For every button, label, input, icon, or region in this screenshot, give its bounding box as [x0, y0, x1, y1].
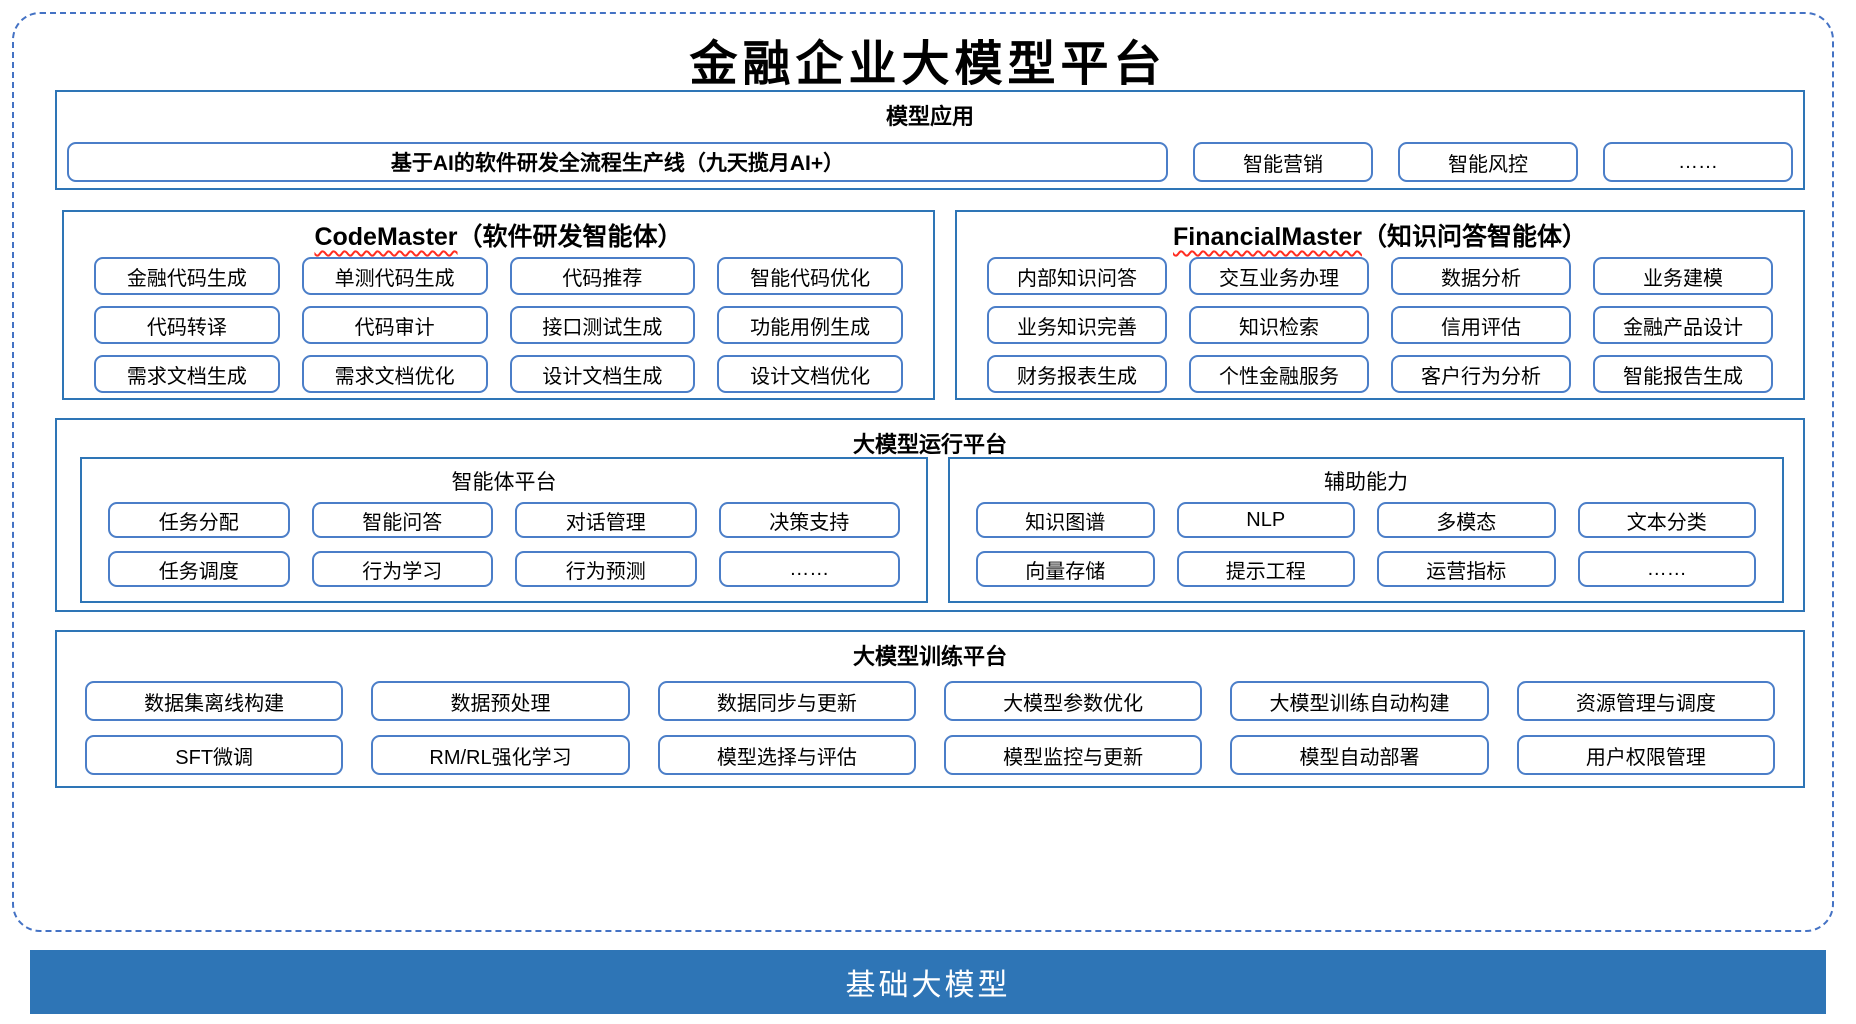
agent-platform-chip: 行为预测: [515, 551, 697, 587]
financialmaster-capability-chip: 内部知识问答: [987, 257, 1167, 295]
financialmaster-capability-chip: 客户行为分析: [1391, 355, 1571, 393]
training-capability-chip: 数据同步与更新: [657, 681, 916, 721]
codemaster-capability-chip: 需求文档优化: [301, 355, 488, 393]
financialmaster-capability-grid: 内部知识问答交互业务办理数据分析业务建模业务知识完善知识检索信用评估金融产品设计…: [957, 252, 1803, 393]
agent-platform-chip: 行为学习: [311, 551, 493, 587]
smart-marketing-chip: 智能营销: [1193, 142, 1373, 182]
ai-pipeline-chip: 基于AI的软件研发全流程生产线（九天揽月AI+）: [67, 142, 1168, 182]
financialmaster-capability-chip: 信用评估: [1391, 306, 1571, 344]
auxiliary-capability-chip: 运营指标: [1377, 551, 1556, 587]
auxiliary-capability-header: 辅助能力: [1324, 471, 1408, 494]
base-large-model-label: 基础大模型: [845, 969, 1011, 1002]
auxiliary-capability-chip: ……: [1577, 551, 1756, 587]
financialmaster-capability-chip: 数据分析: [1391, 257, 1571, 295]
agent-platform-chip: 决策支持: [718, 502, 900, 538]
financialmaster-capability-chip: 业务建模: [1593, 257, 1773, 295]
model-application-header: 模型应用: [885, 104, 974, 129]
runtime-platform-section: 大模型运行平台 智能体平台 任务分配智能问答对话管理决策支持任务调度行为学习行为…: [55, 418, 1805, 612]
codemaster-capability-chip: 设计文档优化: [717, 355, 903, 393]
financialmaster-capability-chip: 金融产品设计: [1593, 306, 1773, 344]
auxiliary-capability-chip: NLP: [1176, 502, 1355, 538]
financialmaster-capability-chip: 智能报告生成: [1593, 355, 1773, 393]
training-platform-header: 大模型训练平台: [852, 644, 1007, 669]
outer-dashed-border: [12, 12, 1834, 932]
training-capability-chip: 数据集离线构建: [85, 681, 344, 721]
training-capability-chip: RM/RL强化学习: [371, 735, 630, 775]
agent-platform-header: 智能体平台: [451, 471, 557, 494]
codemaster-capability-chip: 设计文档生成: [509, 355, 696, 393]
agent-platform-chip: 任务分配: [108, 502, 290, 538]
financialmaster-header: FinancialMaster（知识问答智能体）: [957, 212, 1803, 252]
codemaster-capability-chip: 单测代码生成: [301, 257, 488, 295]
more-apps-chip: ……: [1603, 142, 1793, 182]
training-capability-chip: 模型选择与评估: [657, 735, 916, 775]
agent-platform-chip: ……: [718, 551, 900, 587]
codemaster-capability-chip: 代码推荐: [509, 257, 696, 295]
page-title: 金融企业大模型平台: [689, 36, 1167, 92]
auxiliary-capability-chip: 文本分类: [1577, 502, 1756, 538]
financialmaster-capability-chip: 知识检索: [1189, 306, 1369, 344]
financialmaster-subtitle: （知识问答智能体）: [1361, 223, 1587, 251]
codemaster-subtitle: （软件研发智能体）: [457, 223, 683, 251]
model-application-section: 模型应用 基于AI的软件研发全流程生产线（九天揽月AI+） 智能营销 智能风控 …: [55, 90, 1805, 190]
auxiliary-capability-chip: 知识图谱: [976, 502, 1155, 538]
training-capability-chip: 用户权限管理: [1516, 735, 1775, 775]
training-capability-chip: 数据预处理: [371, 681, 630, 721]
codemaster-name: CodeMaster: [314, 223, 458, 251]
runtime-platform-header: 大模型运行平台: [852, 432, 1007, 457]
training-capability-chip: 大模型参数优化: [944, 681, 1203, 721]
financialmaster-capability-chip: 个性金融服务: [1189, 355, 1369, 393]
training-capability-chip: SFT微调: [85, 735, 344, 775]
codemaster-capability-chip: 金融代码生成: [94, 257, 280, 295]
agent-platform-chip: 任务调度: [108, 551, 290, 587]
financialmaster-name: FinancialMaster: [1173, 223, 1362, 251]
codemaster-capability-chip: 需求文档生成: [94, 355, 280, 393]
auxiliary-capability-chip: 提示工程: [1176, 551, 1355, 587]
training-platform-section: 大模型训练平台 数据集离线构建数据预处理数据同步与更新大模型参数优化大模型训练自…: [55, 630, 1805, 788]
financialmaster-capability-chip: 交互业务办理: [1189, 257, 1369, 295]
codemaster-capability-chip: 智能代码优化: [717, 257, 903, 295]
smart-risk-control-chip: 智能风控: [1398, 142, 1578, 182]
codemaster-capability-chip: 接口测试生成: [509, 306, 696, 344]
training-capability-chip: 大模型训练自动构建: [1230, 681, 1489, 721]
codemaster-capability-chip: 代码审计: [301, 306, 488, 344]
codemaster-header: CodeMaster（软件研发智能体）: [64, 212, 933, 252]
agent-platform-chip: 智能问答: [311, 502, 493, 538]
financialmaster-capability-chip: 财务报表生成: [987, 355, 1167, 393]
base-large-model-bar: 基础大模型: [30, 950, 1826, 1014]
training-capability-chip: 资源管理与调度: [1516, 681, 1775, 721]
codemaster-capability-chip: 功能用例生成: [717, 306, 903, 344]
training-capability-chip: 模型自动部署: [1230, 735, 1489, 775]
agent-platform-chip: 对话管理: [515, 502, 697, 538]
model-application-row: 基于AI的软件研发全流程生产线（九天揽月AI+） 智能营销 智能风控 ……: [57, 131, 1803, 182]
codemaster-capability-grid: 金融代码生成单测代码生成代码推荐智能代码优化代码转译代码审计接口测试生成功能用例…: [64, 252, 933, 393]
financialmaster-capability-chip: 业务知识完善: [987, 306, 1167, 344]
agent-platform-grid: 任务分配智能问答对话管理决策支持任务调度行为学习行为预测 ……: [82, 496, 926, 587]
codemaster-agent-section: CodeMaster（软件研发智能体） 金融代码生成单测代码生成代码推荐智能代码…: [62, 210, 935, 400]
training-capability-chip: 模型监控与更新: [944, 735, 1203, 775]
financialmaster-agent-section: FinancialMaster（知识问答智能体） 内部知识问答交互业务办理数据分…: [955, 210, 1805, 400]
agent-platform-group: 智能体平台 任务分配智能问答对话管理决策支持任务调度行为学习行为预测 ……: [80, 457, 928, 603]
training-platform-grid: 数据集离线构建数据预处理数据同步与更新大模型参数优化大模型训练自动构建资源管理与…: [57, 671, 1803, 775]
codemaster-capability-chip: 代码转译: [94, 306, 280, 344]
auxiliary-capability-group: 辅助能力 知识图谱 NLP 多模态文本分类向量存储提示工程运营指标 ……: [948, 457, 1784, 603]
auxiliary-capability-grid: 知识图谱 NLP 多模态文本分类向量存储提示工程运营指标 ……: [950, 496, 1782, 587]
auxiliary-capability-chip: 多模态: [1377, 502, 1556, 538]
auxiliary-capability-chip: 向量存储: [976, 551, 1155, 587]
